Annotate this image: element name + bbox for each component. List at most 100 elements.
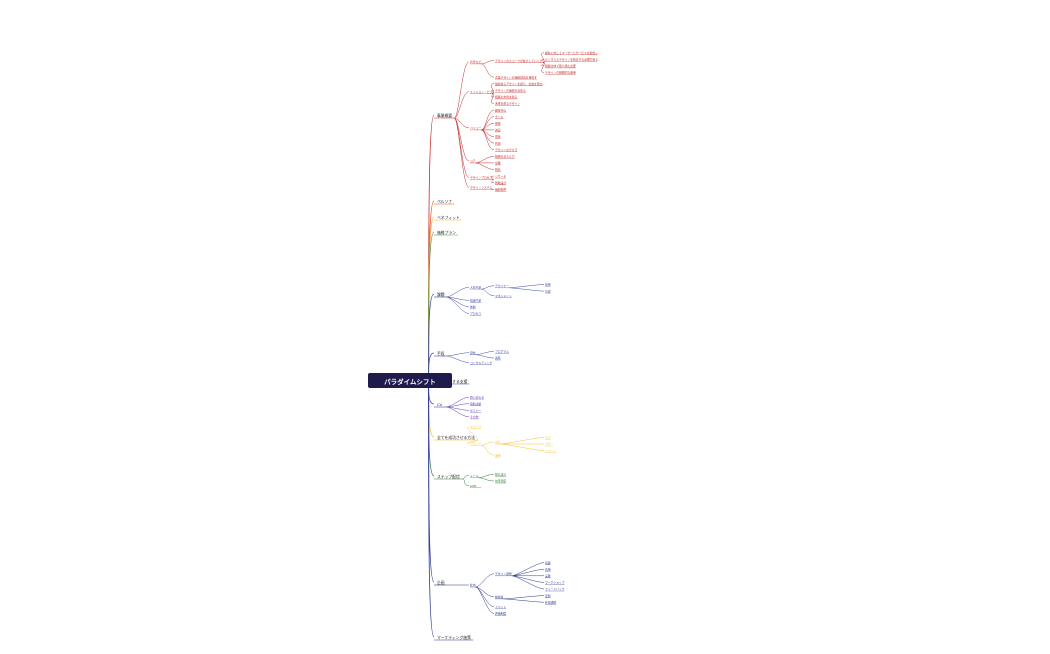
child-label[interactable]: プログラム [495,350,509,354]
child-label[interactable]: 戦略設計 [495,181,506,185]
child-label[interactable]: 挑戦 [495,122,501,126]
child-label[interactable]: LINE [470,484,476,488]
child-label[interactable]: 定例 [545,594,551,598]
branch-label[interactable]: 課題に対する支援 [437,379,468,384]
root-node[interactable]: パラダイムシフト [368,373,452,388]
child-label[interactable]: 企業デザインの価値創造を目指す [495,75,537,79]
child-label[interactable]: 背景など [470,60,481,64]
child-label[interactable]: 組織全体で取り組む必要 [545,64,576,68]
child-link [446,403,470,408]
child-link [500,437,545,445]
branch-label[interactable]: ベネフィット [437,215,460,220]
branch-label[interactable]: 手段 [437,351,445,356]
child-link [475,586,495,608]
child-label[interactable]: その他 [470,415,479,419]
child-label[interactable]: 講座 [495,356,501,360]
child-link [491,93,495,104]
branch-label[interactable]: ステップ配信 [437,474,460,479]
child-link [453,117,470,162]
child-link [475,162,495,170]
child-label[interactable]: 設計 [495,440,501,444]
child-label[interactable]: 配信設計 [495,473,506,477]
branch-link [427,380,435,638]
child-label[interactable]: セミナー [470,409,481,413]
child-label[interactable]: 組織を変える力 [495,155,515,159]
child-label[interactable]: デザインのチカラ [495,148,518,152]
child-label[interactable]: バリュー [470,126,481,130]
child-link [446,406,470,411]
child-label[interactable]: デザイナー [495,284,509,288]
branch-label[interactable]: マーケティング施策 [437,635,471,640]
child-label[interactable]: フォント [545,449,556,453]
child-label[interactable]: 誠実 [495,128,501,132]
child-label[interactable]: 応用 [545,567,551,571]
child-label[interactable]: 顧客に対してユーザーにサービスを提供し… [545,51,601,55]
child-label[interactable]: マネジメント [495,294,512,298]
branch-label[interactable]: CV [437,402,443,407]
child-label[interactable]: ミッション・ビジ… [470,90,495,94]
child-label[interactable]: ロゴ [545,436,551,440]
child-label[interactable]: デザインの組織的な運用 [545,71,576,75]
child-label[interactable]: メール [470,474,479,478]
branch-label[interactable]: 全てを成功させる方法 [437,435,475,440]
child-label[interactable]: 共創 [495,141,501,145]
child-link [446,396,470,408]
child-label[interactable]: デザイン研修 [495,572,512,576]
child-label[interactable]: 実践 [545,574,551,578]
child-link [508,287,545,292]
child-label[interactable]: チーム [495,115,504,119]
child-label[interactable]: 未来を創るデザイン [495,102,520,106]
child-label[interactable]: 協働 [495,161,501,165]
child-label[interactable]: デザインのスコープが拡大していくと… [495,59,545,63]
child-link [475,586,495,614]
child-label[interactable]: 社内 [470,583,476,587]
child-label[interactable]: デザインプロセス [470,176,492,180]
child-label[interactable]: 価値提供 [495,188,506,192]
child-link [511,568,545,577]
child-label[interactable]: 知識不足 [470,299,481,303]
child-label[interactable]: カラー [545,442,554,446]
child-label[interactable]: フィードバック [545,587,565,591]
child-label[interactable]: 運用 [495,453,501,457]
child-label[interactable]: ワークショップ [545,581,565,585]
child-link [481,129,495,150]
child-link [475,351,495,355]
branch-label[interactable]: 事業概要 [437,113,452,118]
child-label[interactable]: 評価制度 [495,612,506,616]
child-label[interactable]: 研修 [470,351,476,355]
child-label[interactable]: プロセス [470,312,481,316]
branch-label[interactable]: 課題 [437,292,445,297]
child-label[interactable]: 成長 [495,135,501,139]
child-link [491,179,495,183]
child-label[interactable]: 人材不足 [470,285,481,289]
branch-label[interactable]: ペルソナ [437,199,452,204]
child-label[interactable]: 顧客中心 [495,108,506,112]
child-label[interactable]: イベント [495,605,506,609]
branch-label[interactable]: 企画 [437,580,445,585]
child-label[interactable]: 効果測定 [495,479,506,483]
branch-label[interactable]: 価格プラン [437,230,456,235]
child-label[interactable]: 基礎 [545,561,551,565]
child-label[interactable]: ブランド [470,442,481,446]
child-label[interactable]: ビジネスとデザインを統合する必要がある [545,58,598,62]
child-label[interactable]: デザインの価値を高める [495,89,526,93]
child-label[interactable]: 育成 [545,289,551,293]
child-label[interactable]: コンサルティング [470,361,492,365]
child-label[interactable]: 勉強会 [495,595,504,599]
child-link [481,63,495,78]
child-label[interactable]: スコープ [470,425,481,429]
child-link [467,426,479,441]
child-label[interactable]: 採用 [545,283,551,287]
child-label[interactable]: デザインシステム [470,186,492,190]
child-label[interactable]: コア [470,159,476,163]
child-label[interactable]: 体制 [470,305,476,309]
child-label[interactable]: 価値あるデザインを創り、社会を豊か… [495,82,545,86]
child-label[interactable]: 資料請求 [470,402,481,406]
child-label[interactable]: 組織の文化を創る [495,95,518,99]
child-label[interactable]: 創造 [495,168,501,172]
child-label[interactable]: 外部講師 [545,600,556,604]
child-label[interactable]: 問い合わせ [470,395,484,399]
child-label[interactable]: リサーチ [495,174,506,178]
child-link [511,575,545,583]
